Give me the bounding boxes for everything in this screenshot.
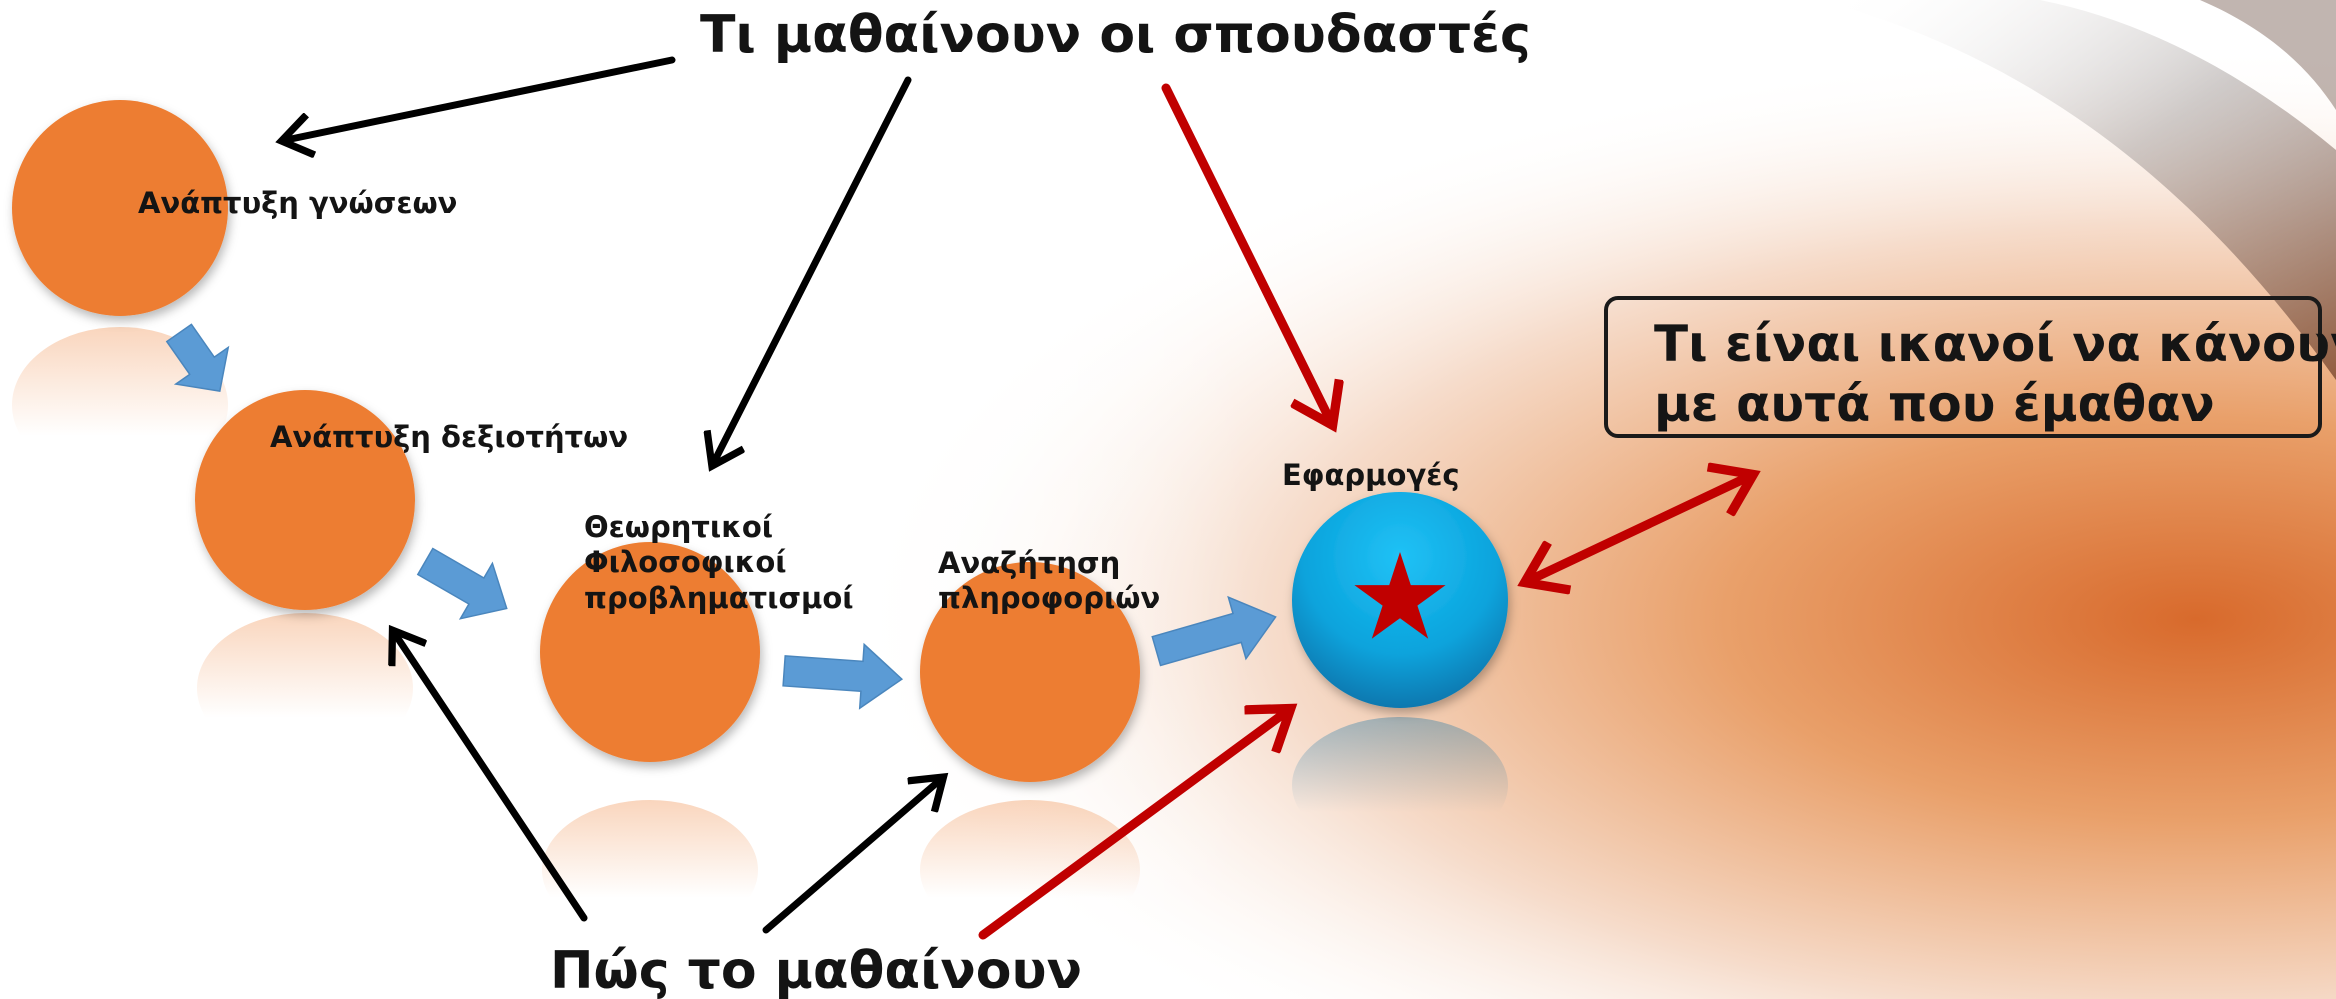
arrow-bottom-to-search <box>762 780 940 934</box>
title-what-students-learn: Τι μαθαίνουν οι σπουδαστές <box>700 5 1531 65</box>
label-applications: Εφαρμογές <box>1282 458 1460 492</box>
flow-arrow-theoretical-to-search <box>782 642 904 710</box>
label-search: Αναζήτηση πληροφοριών <box>938 546 1160 617</box>
arrow-bottom-to-skills <box>395 634 588 922</box>
flow-arrow-skills-to-theoretical <box>416 547 508 620</box>
node-knowledge-circle <box>12 100 228 316</box>
label-knowledge: Ανάπτυξη γνώσεων <box>138 186 458 220</box>
background-swoosh <box>1820 0 2336 380</box>
red-arrows <box>978 83 1748 940</box>
reflection-knowledge <box>12 327 228 483</box>
flow-arrow-knowledge-to-skills <box>165 323 230 392</box>
node-search-circle <box>920 562 1140 782</box>
title-how-they-learn: Πώς το μαθαίνουν <box>550 941 1083 999</box>
label-theoretical: Θεωρητικοί Φιλοσοφικοί προβληματισμοί <box>584 510 854 616</box>
reflection-applications <box>1292 717 1508 853</box>
flow-arrows <box>165 323 1277 710</box>
label-skills: Ανάπτυξη δεξιοτήτων <box>270 420 629 454</box>
arrow-title-to-theoretical <box>714 76 912 462</box>
label-theoretical-line: Φιλοσοφικοί <box>584 545 787 580</box>
label-theoretical-line: Θεωρητικοί <box>584 510 774 544</box>
reflection-skills <box>197 613 413 763</box>
reflection-search <box>920 800 1140 940</box>
node-skills-circle <box>195 390 415 610</box>
label-search-line: Αναζήτηση <box>938 546 1121 580</box>
reflection-theoretical <box>542 800 758 940</box>
arrow-title-to-knowledge <box>286 56 676 140</box>
background-corner <box>2200 0 2336 110</box>
result-box-line: Τι είναι ικανοί να κάνουν <box>1654 315 2336 373</box>
node-theoretical-circle <box>540 542 760 762</box>
result-box: Τι είναι ικανοί να κάνουν με αυτά που έμ… <box>1604 296 2336 438</box>
arrow-bottom-to-applications <box>978 712 1286 940</box>
arrow-title-to-applications <box>1161 83 1330 420</box>
flow-arrow-search-to-applications <box>1151 595 1277 667</box>
result-box-line: με αυτά που έμαθαν <box>1654 375 2215 433</box>
arrow-applications-to-result <box>1530 477 1748 580</box>
black-arrows <box>286 56 940 934</box>
star-icon <box>1354 552 1446 639</box>
label-theoretical-line: προβληματισμοί <box>584 580 854 615</box>
label-search-line: πληροφοριών <box>938 581 1161 616</box>
